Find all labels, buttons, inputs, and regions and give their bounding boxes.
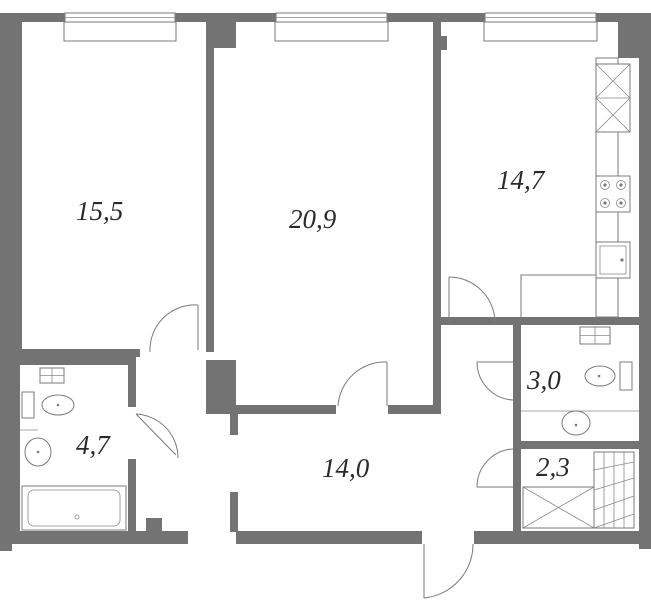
wall-bathroom-top	[12, 357, 136, 365]
door-kitchen	[448, 276, 496, 326]
wall-bottom-mid	[236, 531, 422, 544]
door-bathroom	[135, 413, 179, 459]
wall-toilet-left	[513, 317, 521, 531]
window-middle	[274, 12, 389, 42]
windows	[63, 12, 598, 42]
shelving-icon	[593, 451, 635, 529]
kitchen-sink-icon	[595, 241, 631, 279]
wall-living-bottom-right	[388, 405, 441, 414]
door-living	[337, 361, 388, 407]
area-toilet: 3,0	[526, 365, 561, 395]
fridge-icon	[595, 63, 631, 133]
wall-living-bottom-left	[236, 405, 336, 414]
wall-kitchen-bottom	[441, 317, 639, 325]
wall-bedroom-left-inner	[12, 22, 22, 357]
wall-bottom-notch	[146, 518, 162, 544]
radiator-icon	[579, 326, 611, 345]
kitchen-counter	[520, 57, 631, 318]
door-toilet	[476, 361, 514, 401]
wall-pier-1	[214, 22, 236, 48]
interior-walls	[12, 22, 639, 532]
washbasin-icon	[521, 410, 639, 436]
wall-bathroom-right-upper	[128, 357, 136, 407]
wall-pier-2	[441, 36, 447, 50]
wall-pier-3	[618, 22, 639, 58]
bathroom-washbasin-icon	[20, 429, 52, 467]
window-left	[63, 12, 177, 42]
bathtub-icon	[21, 485, 127, 531]
area-living-room: 20,9	[289, 204, 337, 234]
wall-partition-2	[433, 22, 441, 414]
area-kitchen: 14,7	[497, 165, 546, 195]
window-right	[483, 12, 598, 42]
stove-icon	[595, 175, 631, 213]
storage-room	[522, 451, 635, 529]
wall-bottom-right	[474, 531, 651, 544]
bathroom-toilet-icon	[21, 391, 75, 419]
wall-hall-stub	[230, 492, 238, 532]
wall-stub-1	[230, 405, 238, 435]
doors	[135, 276, 514, 599]
wall-toilet-bottom	[513, 441, 639, 449]
bathroom-radiator-icon	[39, 367, 65, 384]
wall-partition-1	[206, 22, 214, 352]
door-storage	[476, 448, 514, 488]
bathroom-left	[20, 367, 127, 531]
wall-bathroom-right-lower	[128, 459, 136, 531]
wall-right	[639, 13, 651, 549]
toilet-icon	[584, 361, 633, 391]
room-labels: 15,5 20,9 14,7 4,7 14,0 3,0 2,3	[76, 165, 570, 483]
area-storage: 2,3	[536, 452, 570, 482]
wall-bathroom-left	[12, 357, 20, 531]
door-entrance	[423, 543, 474, 599]
area-bedroom-left: 15,5	[76, 196, 123, 226]
wall-left	[0, 13, 12, 551]
wall-bottom-left	[0, 531, 188, 544]
area-hall: 14,0	[322, 453, 370, 483]
storage-cabinet-icon	[522, 486, 595, 529]
area-bathroom-left: 4,7	[76, 430, 111, 460]
toilet-room	[521, 326, 639, 436]
wall-bedroom-bottom	[12, 349, 140, 357]
door-bedroom-left	[149, 304, 199, 353]
